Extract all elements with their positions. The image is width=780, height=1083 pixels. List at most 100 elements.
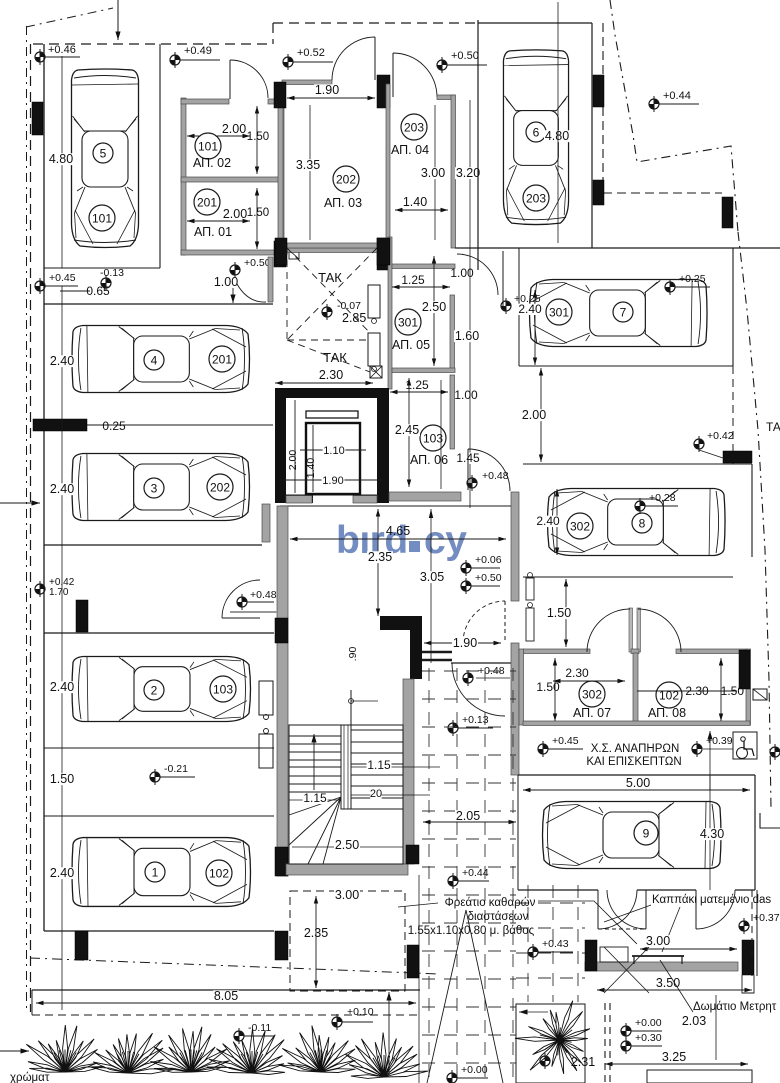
svg-text:+0.52: +0.52 <box>297 47 325 59</box>
svg-text:cy: cy <box>424 519 467 562</box>
svg-text:1.90: 1.90 <box>453 636 477 650</box>
svg-text:АП. 07: АП. 07 <box>573 706 611 720</box>
svg-text:-0.21: -0.21 <box>164 763 188 775</box>
svg-text:0.65: 0.65 <box>86 284 110 298</box>
svg-text:103: 103 <box>213 682 233 696</box>
svg-text:Χ.Σ. ΑΝΑΠΗΡΩΝ: Χ.Σ. ΑΝΑΠΗΡΩΝ <box>591 743 680 755</box>
svg-text:1: 1 <box>152 865 159 879</box>
svg-text:3.20: 3.20 <box>456 166 480 180</box>
svg-text:1.15: 1.15 <box>367 758 391 772</box>
svg-text:1.40: 1.40 <box>305 458 317 479</box>
svg-text:5: 5 <box>100 146 107 160</box>
svg-text:2.50: 2.50 <box>422 300 446 314</box>
svg-text:2.40: 2.40 <box>50 482 74 496</box>
svg-text:1.00: 1.00 <box>450 266 474 280</box>
svg-text:+0.45: +0.45 <box>49 272 76 284</box>
svg-text:1.40: 1.40 <box>403 195 427 209</box>
svg-text:+0.30: +0.30 <box>635 1032 662 1044</box>
svg-text:201: 201 <box>197 195 217 209</box>
svg-text:+0.25: +0.25 <box>679 273 706 285</box>
svg-text:102: 102 <box>209 866 229 880</box>
svg-text:+0.50: +0.50 <box>451 50 479 62</box>
svg-text:2.85: 2.85 <box>342 311 366 325</box>
svg-text:1.60: 1.60 <box>455 329 479 343</box>
svg-text:1.10: 1.10 <box>323 445 344 457</box>
svg-text:-0.13: -0.13 <box>100 267 124 279</box>
svg-text:+0.48: +0.48 <box>250 589 277 601</box>
svg-text:+0.00: +0.00 <box>461 1064 488 1076</box>
svg-text:302: 302 <box>582 687 602 701</box>
svg-text:+0.13: +0.13 <box>462 714 489 726</box>
svg-text:АП. 01: АП. 01 <box>194 225 232 239</box>
svg-text:8.05: 8.05 <box>214 989 238 1003</box>
svg-text:+0.46: +0.46 <box>48 44 76 56</box>
svg-text:1.50: 1.50 <box>547 606 571 620</box>
svg-text:101: 101 <box>92 211 112 225</box>
svg-text:2.40: 2.40 <box>50 866 74 880</box>
svg-text:1.00: 1.00 <box>454 388 478 402</box>
svg-text:АП. 06: АП. 06 <box>410 453 448 467</box>
svg-text:+0.42: +0.42 <box>49 577 75 588</box>
svg-text:103: 103 <box>423 431 443 445</box>
svg-text:АП. 02: АП. 02 <box>193 156 231 170</box>
svg-text:101: 101 <box>198 139 218 153</box>
svg-text:διαστάσεων: διαστάσεων <box>468 911 529 923</box>
svg-text:1.50: 1.50 <box>536 680 560 694</box>
svg-text:1.15: 1.15 <box>303 791 327 805</box>
svg-text:3.00: 3.00 <box>421 166 445 180</box>
svg-text:2.35: 2.35 <box>368 550 392 564</box>
svg-text:+0.28: +0.28 <box>649 492 676 504</box>
svg-text:ΚΑΙ ΕΠΙΣΚΕΠΤΩΝ: ΚΑΙ ΕΠΙΣΚΕΠΤΩΝ <box>586 756 681 768</box>
svg-text:+0.50: +0.50 <box>244 257 271 269</box>
svg-text:1.00: 1.00 <box>214 275 238 289</box>
svg-text:1.25: 1.25 <box>401 273 425 287</box>
svg-text:202: 202 <box>336 172 356 186</box>
svg-text:203: 203 <box>404 120 424 134</box>
svg-text:2.40: 2.40 <box>518 302 542 316</box>
svg-text:+0.50: +0.50 <box>475 572 502 584</box>
svg-text:2.30: 2.30 <box>319 368 343 382</box>
svg-text:+0.42: +0.42 <box>707 430 734 442</box>
svg-text:+0.48: +0.48 <box>482 470 509 482</box>
svg-text:+0.44: +0.44 <box>462 867 489 879</box>
svg-text:7: 7 <box>620 305 627 319</box>
svg-text:20: 20 <box>370 788 382 800</box>
svg-text:4.30: 4.30 <box>700 827 724 841</box>
svg-text:301: 301 <box>398 315 418 329</box>
svg-text:302: 302 <box>570 519 590 533</box>
svg-text:-0.07: -0.07 <box>337 300 361 312</box>
svg-text:АП. 08: АП. 08 <box>648 706 686 720</box>
svg-text:.90: .90 <box>347 647 359 662</box>
svg-text:+0.10: +0.10 <box>347 1006 374 1018</box>
svg-text:4.80: 4.80 <box>49 152 73 166</box>
svg-text:1.70: 1.70 <box>49 587 69 598</box>
svg-text:2.00: 2.00 <box>287 450 299 471</box>
svg-text:+0.06: +0.06 <box>475 554 502 566</box>
svg-text:1.90: 1.90 <box>322 475 343 487</box>
svg-text:6: 6 <box>533 125 540 139</box>
svg-text:5.00: 5.00 <box>626 776 650 790</box>
svg-text:3.50: 3.50 <box>656 976 680 990</box>
svg-text:2.50: 2.50 <box>335 838 359 852</box>
svg-text:203: 203 <box>526 191 546 205</box>
svg-text:1.50: 1.50 <box>247 131 269 143</box>
svg-text:2: 2 <box>151 683 158 697</box>
svg-text:2.45: 2.45 <box>395 423 419 437</box>
svg-text:+0.37: +0.37 <box>753 912 780 924</box>
svg-text:1.25: 1.25 <box>405 378 429 392</box>
svg-text:+0.00: +0.00 <box>635 1017 662 1029</box>
svg-text:2.00: 2.00 <box>222 122 246 136</box>
svg-text:3.05: 3.05 <box>420 570 444 584</box>
svg-text:2.40: 2.40 <box>50 680 74 694</box>
svg-text:2.00: 2.00 <box>522 408 546 422</box>
svg-text:Δωμάτιο Μετρητ: Δωμάτιο Μετρητ <box>693 1001 777 1013</box>
svg-text:8: 8 <box>639 516 646 530</box>
svg-text:1.50: 1.50 <box>50 772 74 786</box>
svg-text:2.30: 2.30 <box>565 666 589 680</box>
svg-text:3.00: 3.00 <box>646 934 670 948</box>
svg-text:2.05: 2.05 <box>456 809 480 823</box>
svg-text:2.03: 2.03 <box>682 1014 706 1028</box>
svg-text:1.90: 1.90 <box>315 83 339 97</box>
svg-text:3.25: 3.25 <box>662 1050 686 1064</box>
svg-text:4.65: 4.65 <box>386 524 410 538</box>
